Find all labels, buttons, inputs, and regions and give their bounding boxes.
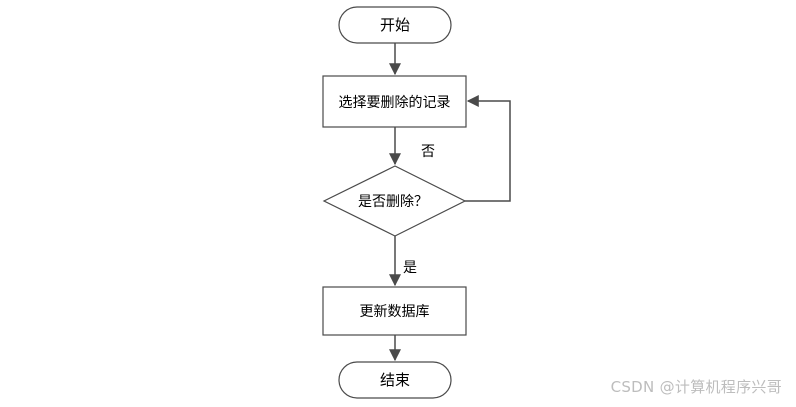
yes-branch-label: 是 — [403, 260, 417, 276]
decision-label: 是否删除？ — [358, 194, 428, 210]
start-node: 开始 — [338, 6, 452, 44]
end-label: 结束 — [380, 371, 410, 389]
watermark: CSDN @计算机程序兴哥 — [610, 378, 782, 396]
select-record-label: 选择要删除的记录 — [339, 95, 451, 111]
start-label: 开始 — [380, 16, 410, 34]
decision-node: 是否删除？ — [322, 165, 467, 237]
arrow-no-loop-back — [465, 95, 511, 202]
update-database-label: 更新数据库 — [360, 304, 430, 320]
end-node: 结束 — [338, 361, 452, 399]
update-database-node: 更新数据库 — [322, 286, 467, 336]
select-record-node: 选择要删除的记录 — [322, 75, 467, 128]
no-branch-label: 否 — [421, 144, 435, 160]
